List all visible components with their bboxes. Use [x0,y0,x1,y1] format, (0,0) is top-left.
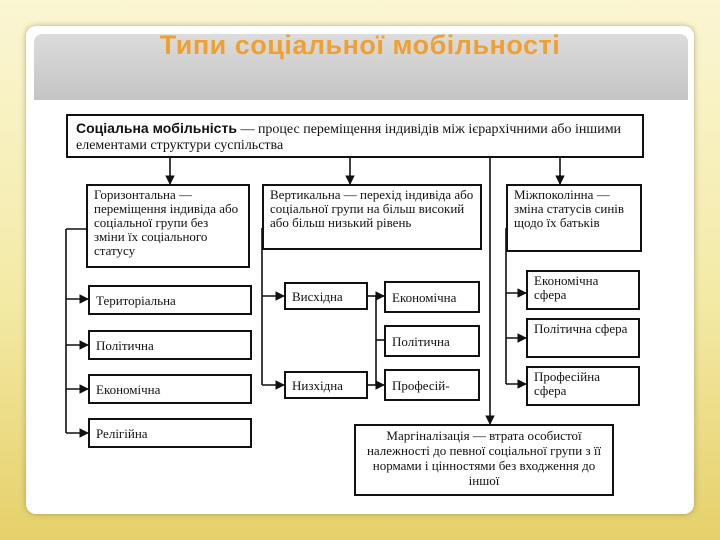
item-label: Політична [96,338,154,353]
horizontal-item-religious: Релігійна [88,418,252,448]
sphere-label: Політична [392,334,450,349]
sphere-label: Економічна сфера [534,273,599,302]
definition-box: Соціальна мобільність — процес переміщен… [66,114,644,158]
marginalization-box: Маргіналізація — втрата особистої належн… [354,424,614,496]
horizontal-mobility-box: Горизонтальна — переміщення індивіда або… [86,184,250,268]
sphere-label: Політична сфера [534,321,628,336]
item-label: Територіальна [96,293,176,308]
sphere-label: Професійна сфера [534,369,600,398]
direction-label: Низхідна [292,378,343,393]
sphere-label: Професій- [392,378,450,393]
slide-title: Типи соціальної мобільності [159,30,561,60]
definition-text: — процес переміщення індивідів між ієрар… [76,122,622,153]
vertical-upward-box: Висхідна [284,282,368,310]
title-bar [34,34,688,100]
intergenerational-sphere-economic: Економічна сфера [526,270,640,310]
definition-term: Соціальна мобільність [76,120,237,136]
horizontal-item-economic: Економічна [88,374,252,404]
item-label: Економічна [96,382,161,397]
intergenerational-sphere-political: Політична сфера [526,318,640,358]
vertical-sphere-political: Політична [384,325,480,357]
horizontal-item-political: Політична [88,330,252,360]
horizontal-item-territorial: Територіальна [88,285,252,315]
vertical-sphere-economic: Економічна [384,281,480,313]
marginalization-text: Маргіналізація — втрата особистої належн… [366,428,602,488]
direction-label: Висхідна [292,289,343,304]
vertical-sphere-professional: Професій- [384,369,480,401]
vertical-mobility-box: Вертикальна — перехід індивіда або соціа… [262,184,482,250]
vertical-downward-box: Низхідна [284,371,368,399]
sphere-label: Економічна [392,290,457,305]
horizontal-text: Горизонтальна — переміщення індивіда або… [94,187,239,258]
vertical-text: Вертикальна — перехід індивіда або соціа… [270,187,474,230]
item-label: Релігійна [96,426,148,441]
intergenerational-mobility-box: Міжпоколінна — зміна статусів синів щодо… [506,184,642,252]
intergenerational-sphere-professional: Професійна сфера [526,366,640,406]
intergenerational-text: Міжпоколінна — зміна статусів синів щодо… [514,187,625,230]
